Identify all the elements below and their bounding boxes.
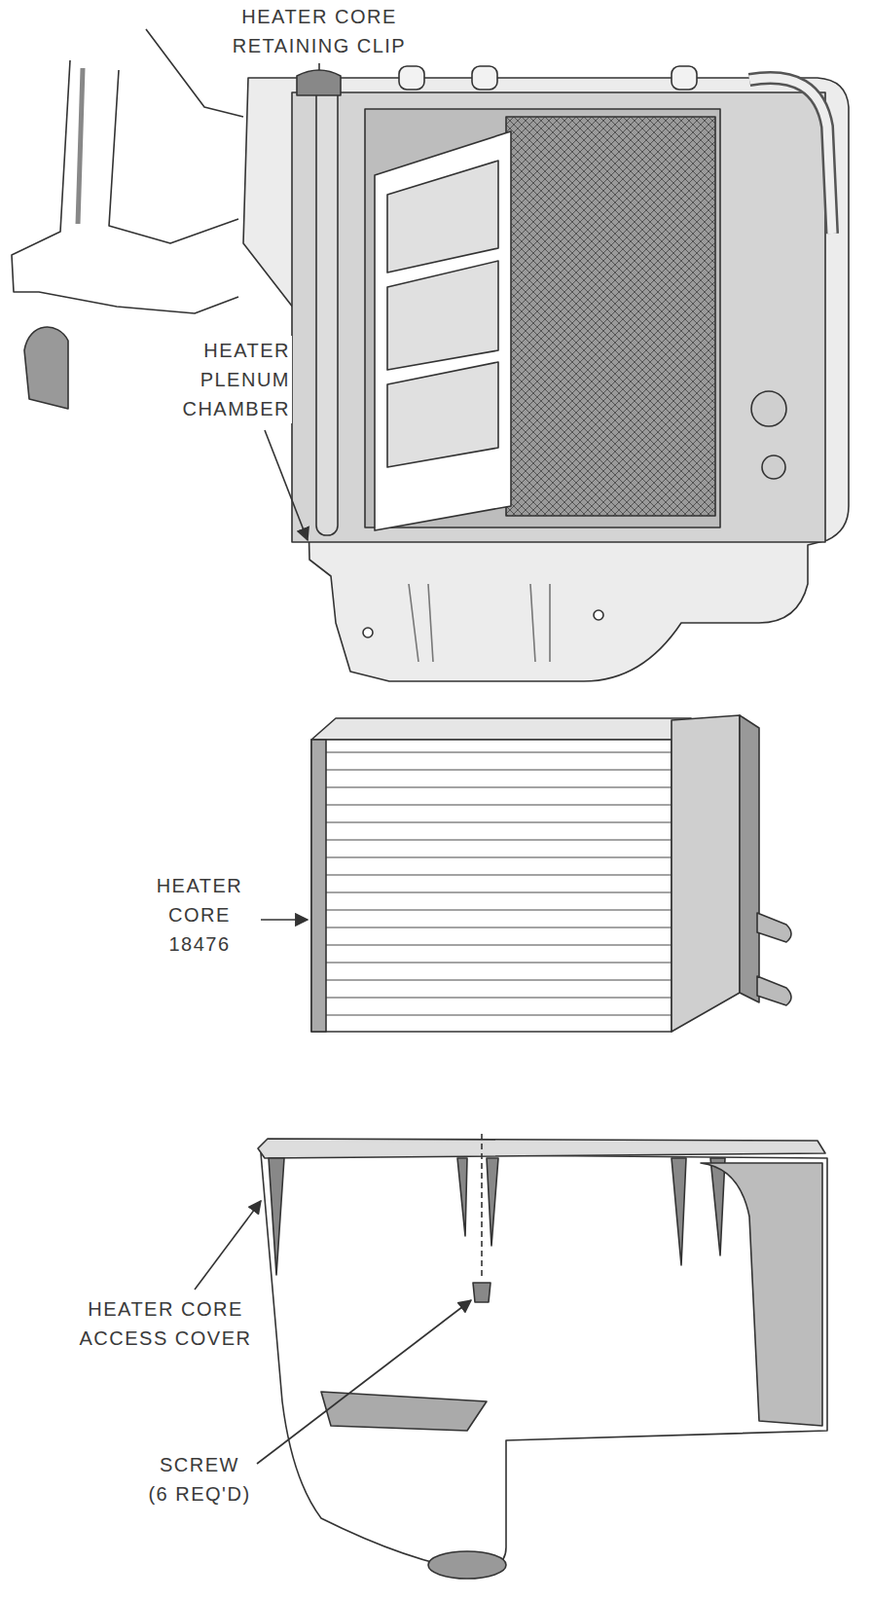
label-line: SCREW: [147, 1450, 251, 1480]
label-line: CORE: [156, 900, 244, 930]
plenum-chamber: [749, 77, 833, 234]
leader-lines: [256, 1300, 472, 1464]
plenum-chamber: [387, 260, 499, 370]
plenum-chamber: [11, 29, 849, 682]
plenum-chamber: [374, 131, 511, 531]
leader-lines: [264, 430, 308, 541]
plenum-chamber: [243, 77, 849, 682]
plenum-chamber: [291, 92, 826, 543]
access-cover: [480, 1133, 483, 1277]
access-cover: [457, 1158, 468, 1236]
access-cover: [472, 1282, 491, 1303]
part-label: HEATER CORE 18476: [154, 871, 246, 959]
heater-core: [311, 739, 327, 1032]
access-cover: [700, 1162, 823, 1426]
label-line: HEATER: [181, 335, 291, 365]
heater-core: [311, 739, 672, 1032]
part-label: HEATER PLENUM CHAMBER: [180, 335, 292, 424]
access-cover: [428, 1551, 507, 1579]
leader-lines: [194, 1200, 261, 1290]
heater-core: [757, 976, 792, 1006]
plenum-chamber: [749, 77, 833, 234]
plenum-chamber: [408, 583, 550, 662]
label-line: PLENUM: [181, 364, 291, 395]
label-line: HEATER CORE: [232, 1, 406, 32]
plenum-chamber: [387, 160, 499, 273]
label-line: CHAMBER: [181, 394, 291, 424]
label-line: RETAINING CLIP: [232, 31, 406, 61]
plenum-chamber: [751, 391, 787, 427]
plenum-chamber: [506, 116, 716, 516]
label-line: 18476: [156, 929, 244, 959]
heater-core: [311, 715, 792, 1032]
plenum-chamber: [671, 66, 697, 90]
access-cover: [486, 1158, 499, 1246]
plenum-chamber: [387, 362, 499, 468]
plenum-chamber: [316, 85, 338, 536]
access-cover: [671, 1158, 687, 1266]
access-cover: [268, 1158, 285, 1275]
heater-core: [757, 912, 792, 943]
plenum-chamber: [77, 68, 83, 224]
part-label: HEATER CORE RETAINING CLIP: [230, 1, 408, 61]
label-line: ACCESS COVER: [79, 1323, 253, 1353]
leader-lines: [194, 63, 472, 1464]
plenum-chamber: [145, 29, 244, 117]
part-label: HEATER CORE ACCESS COVER: [77, 1294, 255, 1353]
leader-lines: [318, 63, 321, 71]
access-cover: [710, 1158, 726, 1256]
label-line: (6 REQ'D): [147, 1479, 251, 1509]
plenum-chamber: [363, 627, 373, 638]
plenum-chamber: [472, 66, 498, 90]
plenum-chamber: [11, 60, 239, 314]
access-cover: [257, 1138, 826, 1159]
access-cover: [257, 1133, 828, 1579]
plenum-chamber: [593, 610, 604, 620]
label-line: HEATER CORE: [79, 1294, 253, 1324]
heater-core: [671, 715, 740, 1032]
part-label: SCREW (6 REQ'D): [145, 1450, 253, 1509]
plenum-chamber: [109, 70, 239, 244]
heater-core: [739, 715, 760, 1003]
access-cover: [321, 1391, 487, 1431]
plenum-chamber: [399, 66, 425, 90]
leader-lines: [260, 918, 308, 921]
label-line: HEATER: [156, 871, 244, 901]
plenum-chamber: [296, 70, 341, 96]
plenum-chamber: [762, 455, 786, 479]
access-cover: [260, 1153, 828, 1572]
plenum-chamber: [24, 327, 69, 409]
heater-core: [311, 718, 691, 740]
